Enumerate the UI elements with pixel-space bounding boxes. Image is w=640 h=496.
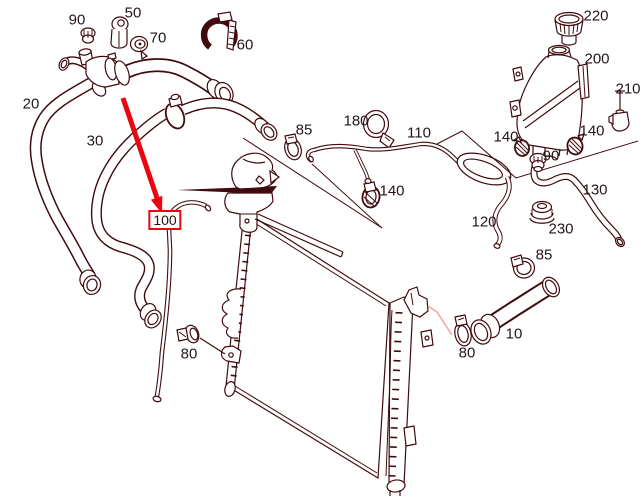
part-90-grommet [80, 27, 96, 44]
part-70-grommet [129, 35, 149, 60]
radiator-right-tank [385, 286, 434, 496]
hose-30 [96, 93, 278, 329]
hose-120 [493, 177, 509, 249]
part-label-120[interactable]: 120 [471, 213, 497, 231]
part-50-bracket [110, 16, 129, 49]
part-label-30[interactable]: 30 [86, 132, 104, 150]
leader-80-left [199, 337, 226, 355]
mounting-plane-outline [436, 130, 639, 179]
hose-10 [470, 276, 561, 345]
part-label-220[interactable]: 220 [583, 7, 609, 25]
part-label-110[interactable]: 110 [407, 124, 431, 142]
part-label-140-2[interactable]: 140 [493, 128, 519, 146]
hose-20-assembly [36, 48, 234, 296]
clamp-180 [362, 109, 395, 149]
clamp-140-mid [361, 181, 381, 209]
tube-100 [152, 202, 212, 403]
part-label-200[interactable]: 200 [584, 50, 610, 68]
part-60-pipe-clip [200, 11, 238, 51]
part-label-70[interactable]: 70 [149, 29, 167, 47]
part-label-80-2[interactable]: 80 [180, 345, 198, 363]
clamp-80-right [454, 314, 472, 347]
part-90-tank-cap [529, 152, 547, 173]
clamp-140-right [566, 133, 585, 156]
part-label-80[interactable]: 80 [458, 344, 476, 362]
thermostat-housing [177, 137, 383, 258]
part-label-100-highlighted[interactable]: 100 [148, 210, 182, 230]
radiator [220, 211, 434, 496]
part-label-130[interactable]: 130 [582, 181, 608, 199]
part-label-50[interactable]: 50 [124, 4, 142, 22]
part-label-230[interactable]: 230 [548, 220, 574, 238]
clamp-85-lower [510, 254, 536, 279]
part-label-180[interactable]: 180 [343, 112, 369, 130]
hose-30-clamp [164, 93, 186, 130]
clamp-85-upper [284, 133, 302, 161]
part-label-140[interactable]: 140 [379, 182, 405, 200]
part-label-90[interactable]: 90 [68, 11, 86, 29]
part-label-60[interactable]: 60 [236, 36, 254, 54]
pipe-110 [308, 144, 512, 186]
part-230-grommet [529, 200, 555, 224]
highlight-arrow [120, 97, 163, 214]
cap-220 [554, 11, 584, 46]
part-label-10[interactable]: 10 [505, 325, 523, 343]
part-label-85[interactable]: 85 [295, 121, 313, 139]
sensor-210 [608, 90, 630, 132]
part-label-140-3[interactable]: 140 [579, 122, 605, 140]
radiator-mount-bellows [221, 288, 242, 339]
plug-80-left [176, 324, 200, 344]
part-label-90-2[interactable]: 90 [542, 147, 560, 165]
part-label-85-2[interactable]: 85 [535, 246, 553, 264]
leader-80-right [427, 305, 453, 336]
part-label-20[interactable]: 20 [22, 95, 40, 113]
part-label-210[interactable]: 210 [615, 80, 640, 98]
clamp-140-left [512, 136, 530, 157]
